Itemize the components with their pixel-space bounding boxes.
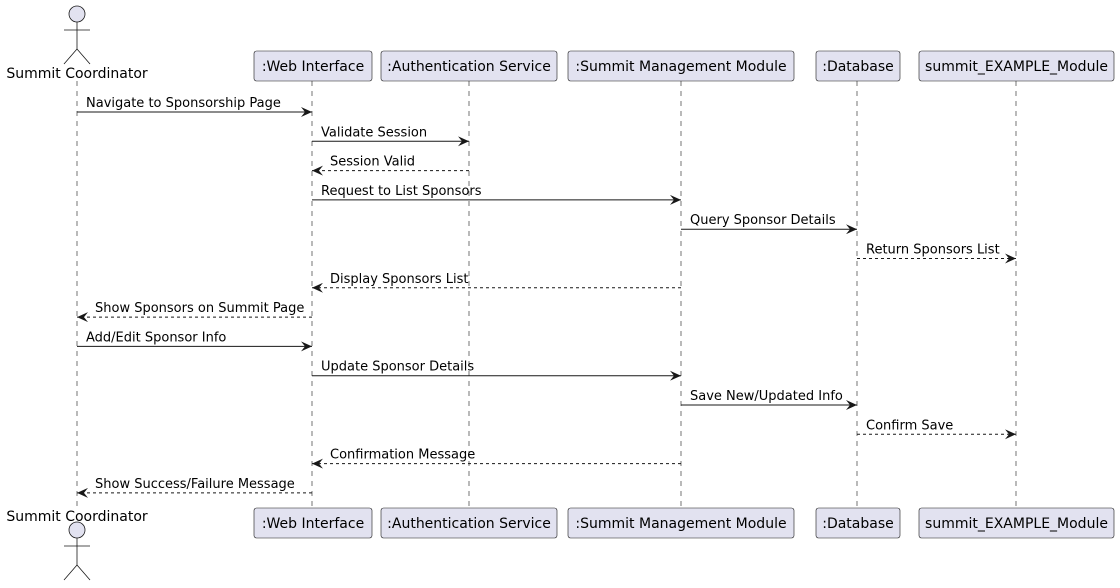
message: Session Valid	[312, 155, 469, 176]
message: Confirm Save	[857, 418, 1016, 440]
message: Show Success/Failure Message	[77, 477, 312, 498]
actor-leg-right-icon	[76, 48, 91, 65]
participant-box	[815, 507, 901, 539]
message: Display Sponsors List	[312, 272, 681, 293]
message: Add/Edit Sponsor Info	[77, 330, 312, 352]
participant-db-top: :Database	[815, 50, 901, 82]
participant-label: :Database	[822, 59, 894, 75]
participant-coordinator-bottom: Summit Coordinator	[6, 509, 148, 581]
message-label: Add/Edit Sponsor Info	[86, 330, 226, 345]
participant-label: :Authentication Service	[387, 516, 551, 532]
message-label: Session Valid	[330, 155, 415, 170]
message-label: Confirmation Message	[330, 448, 475, 463]
actor-leg-left-icon	[63, 564, 78, 581]
message: Validate Session	[312, 125, 469, 147]
message: Navigate to Sponsorship Page	[77, 96, 312, 117]
participant-box	[567, 50, 795, 82]
message: Update Sponsor Details	[312, 360, 681, 381]
participant-label: :Authentication Service	[387, 59, 551, 75]
participant-box	[918, 50, 1115, 82]
participant-smm-bottom: :Summit Management Module	[567, 507, 795, 539]
participant-box	[567, 507, 795, 539]
participant-auth-bottom: :Authentication Service	[380, 507, 558, 539]
participant-label: summit_EXAMPLE_Module	[925, 516, 1108, 532]
participant-label: :Summit Management Module	[575, 59, 786, 75]
participant-box	[253, 507, 373, 539]
participant-coordinator-top: Summit Coordinator	[6, 5, 148, 82]
participant-example-bottom: summit_EXAMPLE_Module	[918, 507, 1115, 539]
participant-label: summit_EXAMPLE_Module	[925, 59, 1108, 75]
participant-auth-top: :Authentication Service	[380, 50, 558, 82]
participant-box	[253, 50, 373, 82]
message: Show Sponsors on Summit Page	[77, 301, 312, 323]
participant-label: :Web Interface	[262, 516, 364, 532]
message-label: Request to List Sponsors	[321, 184, 482, 199]
message-label: Return Sponsors List	[866, 243, 1000, 258]
message-label: Query Sponsor Details	[690, 213, 836, 228]
message-label: Display Sponsors List	[330, 272, 468, 287]
participant-web-bottom: :Web Interface	[253, 507, 373, 539]
participant-example-top: summit_EXAMPLE_Module	[918, 50, 1115, 82]
actor-head-icon	[68, 5, 86, 23]
message: Return Sponsors List	[857, 243, 1016, 264]
message: Request to List Sponsors	[312, 184, 681, 205]
message-label: Show Sponsors on Summit Page	[95, 301, 304, 316]
message-label: Validate Session	[321, 125, 427, 140]
actor-leg-right-icon	[76, 564, 91, 581]
participant-label: :Database	[822, 516, 894, 532]
participant-box	[918, 507, 1115, 539]
message-label: Show Success/Failure Message	[95, 477, 295, 492]
participant-box	[380, 50, 558, 82]
participant-label: :Web Interface	[262, 59, 364, 75]
message-label: Update Sponsor Details	[321, 360, 474, 375]
participant-label: :Summit Management Module	[575, 516, 786, 532]
participant-db-bottom: :Database	[815, 507, 901, 539]
participant-web-top: :Web Interface	[253, 50, 373, 82]
participant-smm-top: :Summit Management Module	[567, 50, 795, 82]
message: Query Sponsor Details	[681, 213, 857, 235]
message-label: Confirm Save	[866, 418, 953, 433]
participant-box	[380, 507, 558, 539]
actor-leg-left-icon	[63, 48, 78, 65]
participant-box	[815, 50, 901, 82]
message: Save New/Updated Info	[681, 389, 857, 410]
message: Confirmation Message	[312, 448, 681, 469]
participant-label: Summit Coordinator	[6, 66, 148, 82]
message-label: Navigate to Sponsorship Page	[86, 96, 281, 111]
participant-label: Summit Coordinator	[6, 509, 148, 525]
message-label: Save New/Updated Info	[690, 389, 843, 404]
